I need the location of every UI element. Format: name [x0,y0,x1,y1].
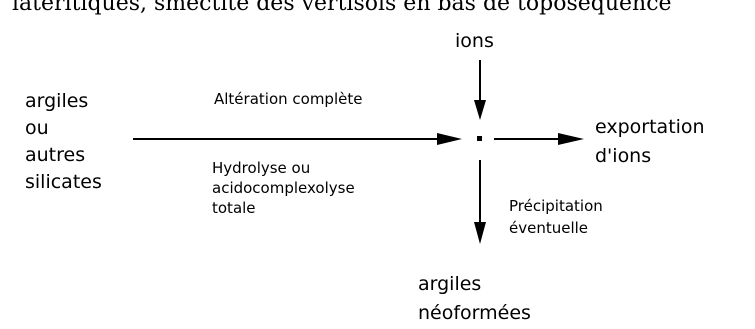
output-line-2: néoformées [418,302,531,324]
precip-label: Précipitation éventuelle [509,195,603,239]
below-arrow-label: Hydrolyse ou acidocomplexolyse totale [212,158,355,218]
input-line-1: argiles [25,90,89,112]
export-line-2: d'ions [595,145,652,167]
main-arrowhead [437,133,462,145]
export-line-1: exportation [595,116,705,138]
output-node-label: argiles néoformées [418,270,531,328]
above-arrow-label: Altération complète [214,90,363,108]
reaction-center-dot [477,136,482,141]
precip-line-1: Précipitation [509,197,603,215]
export-arrowhead [558,133,584,145]
precip-arrowhead [474,222,486,244]
below-line-3: totale [212,199,256,217]
precip-line-2: éventuelle [509,219,589,237]
input-line-2: ou [25,117,49,139]
ions-arrowhead [474,100,486,120]
input-node-label: argiles ou autres silicates [25,88,102,196]
below-line-1: Hydrolyse ou [212,159,311,177]
below-line-2: acidocomplexolyse [212,179,355,197]
input-line-3: autres [25,144,86,166]
cut-off-text-line: latéritiques, smectite des vertisols en … [12,0,752,24]
input-line-4: silicates [25,171,102,193]
ions-label: ions [455,30,494,52]
cut-off-text: latéritiques, smectite des vertisols en … [12,0,672,16]
output-line-1: argiles [418,273,482,295]
export-node-label: exportation d'ions [595,113,705,171]
